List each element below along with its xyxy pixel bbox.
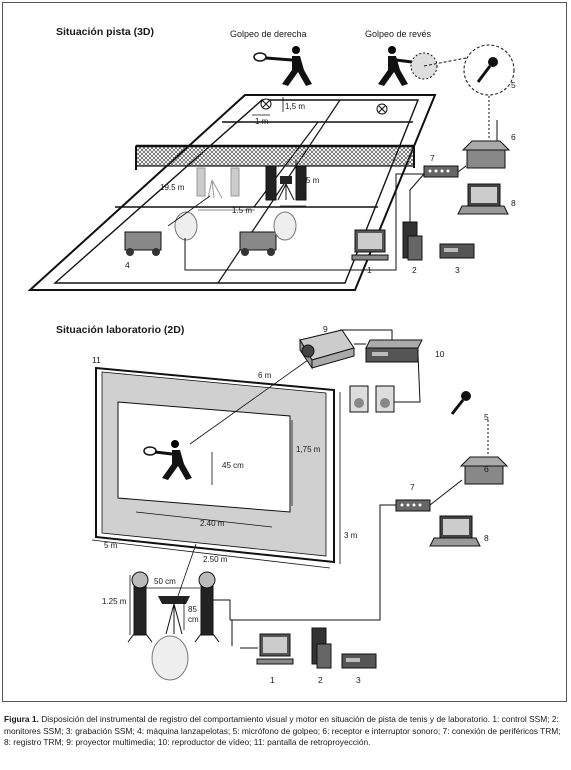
lab-trm-laptop	[429, 515, 481, 547]
backhand-label: Golpeo de revés	[365, 29, 432, 39]
video-player	[365, 339, 423, 363]
lab-measure-125: 1.25 m	[102, 597, 127, 606]
label-8: 8	[511, 198, 516, 208]
figure-caption: Figura 1. Disposición del instrumental d…	[4, 714, 566, 749]
label-1: 1	[367, 265, 372, 275]
lab-label-1: 1	[270, 675, 275, 685]
lab-measure-85-unit: cm	[188, 615, 199, 624]
lab-eye-tracker-rig	[127, 571, 220, 681]
court-measure-2: 1 m	[255, 117, 269, 126]
lab-label-7: 7	[410, 482, 415, 492]
lab-measure-240: 2.40 m	[200, 519, 225, 528]
lab-sound-receiver	[459, 456, 509, 485]
court-measure-5: 1.5 m	[232, 206, 252, 215]
peripheral-connector	[423, 165, 459, 178]
projected-player-silhouette	[143, 440, 192, 480]
court-measure-4: 5 m	[306, 176, 320, 185]
ball-machine-right	[239, 211, 297, 256]
label-7: 7	[430, 153, 435, 163]
label-4: 4	[125, 260, 130, 270]
label-3: 3	[455, 265, 460, 275]
setup-diagram: Golpeo de derecha Golpeo de revés 1,5 m …	[27, 29, 516, 685]
lab-label-6: 6	[484, 464, 489, 474]
lab-measure-5m: 5 m	[104, 541, 118, 550]
lab-measure-45: 45 cm	[222, 461, 244, 470]
microphone-circle	[463, 44, 515, 96]
forehand-label: Golpeo de derecha	[230, 29, 307, 39]
figure-frame	[2, 2, 567, 702]
target-marker-left	[260, 98, 272, 110]
lab-measure-3m: 3 m	[344, 531, 358, 540]
sound-receiver-switch	[461, 120, 511, 169]
lab-label-2: 2	[318, 675, 323, 685]
label-6: 6	[511, 132, 516, 142]
court-measure-3: 19.5 m	[160, 183, 185, 192]
speakers	[349, 385, 395, 413]
court-section-title: Situación pista (3D)	[56, 26, 155, 38]
lab-ssm-computer	[256, 627, 377, 669]
trm-laptop	[457, 183, 509, 215]
backhand-player-silhouette	[378, 46, 467, 86]
lab-measure-6m: 6 m	[258, 371, 272, 380]
label-11: 11	[92, 355, 101, 365]
lab-measure-85: 85	[188, 605, 197, 614]
caption-label: Figura 1.	[4, 714, 39, 724]
lab-label-5: 5	[484, 412, 489, 422]
eye-tracker-stand-right	[265, 165, 307, 201]
lab-label-3: 3	[356, 675, 361, 685]
court-measure-1: 1,5 m	[285, 102, 305, 111]
lab-measure-175: 1,75 m	[296, 445, 321, 454]
lab-microphone	[450, 391, 471, 415]
lab-label-8: 8	[484, 533, 489, 543]
lab-measure-50: 50 cm	[154, 577, 176, 586]
lab-measure-250: 2.50 m	[203, 555, 228, 564]
lab-section-title: Situación laboratorio (2D)	[56, 324, 185, 336]
lab-peripheral-connector	[395, 499, 431, 512]
ssm-control-computer	[351, 221, 475, 261]
caption-text: Disposición del instrumental de registro…	[4, 714, 561, 748]
ball-machine-left	[124, 211, 198, 256]
label-9: 9	[323, 324, 328, 334]
label-2: 2	[412, 265, 417, 275]
projection-screen	[95, 366, 335, 564]
label-10: 10	[435, 349, 445, 359]
label-5: 5	[511, 80, 516, 90]
multimedia-projector	[299, 329, 355, 370]
eye-tracker-stand-left	[196, 167, 240, 199]
forehand-player-silhouette	[253, 46, 312, 86]
target-marker-right	[376, 103, 388, 115]
